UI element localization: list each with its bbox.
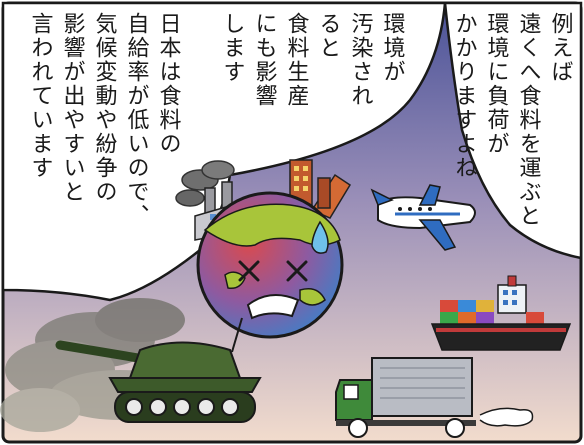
speech-text: 例えば (548, 12, 574, 84)
speech-text: 影響が出やすいと (60, 12, 85, 204)
airplane-icon (370, 184, 476, 251)
earth-icon (196, 191, 344, 339)
speech-text: 遠くへ食料を運ぶと (516, 12, 542, 228)
tank-icon (55, 317, 262, 423)
truck-icon (335, 357, 534, 438)
speech-text: ると (316, 12, 341, 60)
speech-text: 環境に負荷が (484, 12, 510, 156)
speech-text: 気候変動や紛争の (92, 12, 118, 204)
speech-text: 日本は食料の (156, 12, 182, 156)
buildings-icon (289, 159, 352, 219)
speech-text: 汚染され (348, 12, 374, 108)
speech-text: 自給率が低いので、 (124, 12, 150, 228)
speech-text: します (220, 12, 245, 84)
speech-text: にも影響 (252, 12, 277, 108)
speech-text: 言われています (28, 12, 53, 180)
speech-text: 環境が (380, 12, 406, 84)
speech-text: 食料生産 (284, 12, 310, 108)
speech-text: かかりますよね (452, 12, 477, 180)
container-ship-icon (430, 275, 572, 351)
speech-bubble-right (443, 1, 583, 260)
